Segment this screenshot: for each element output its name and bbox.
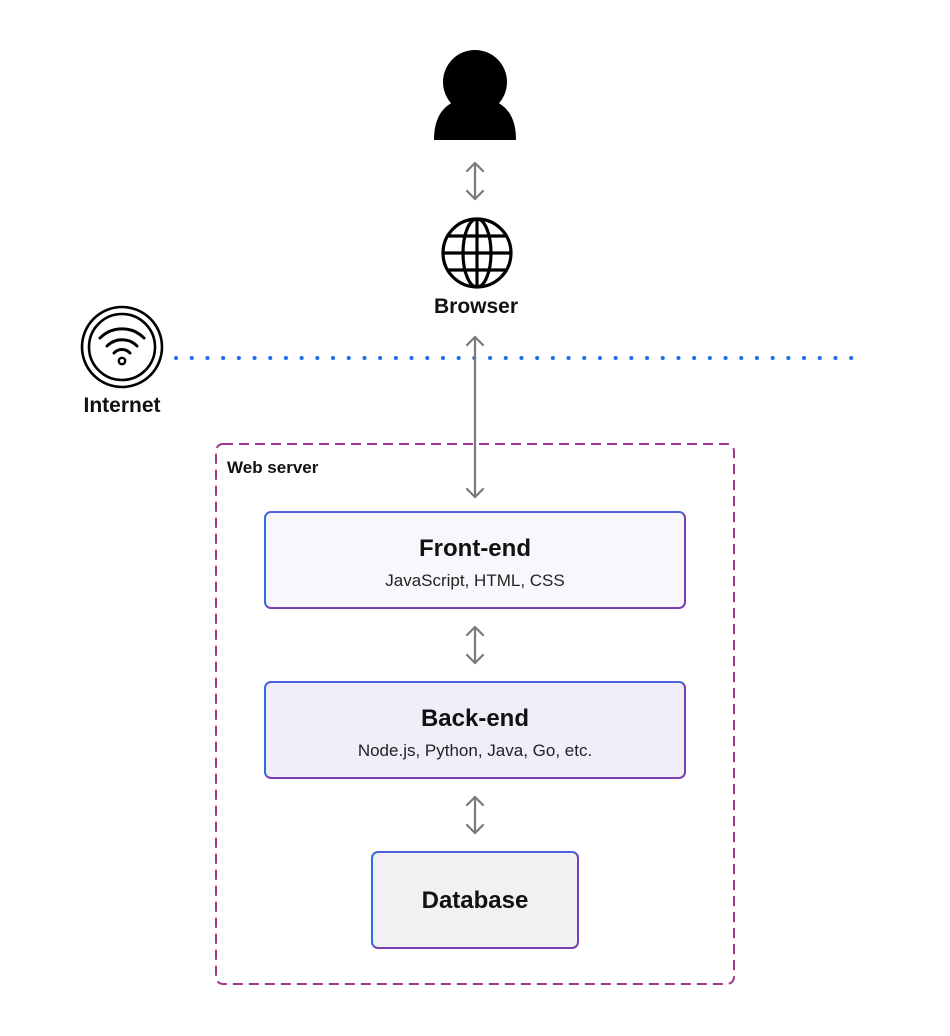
browser-label: Browser — [433, 295, 519, 318]
arrow-browser-frontend — [465, 335, 485, 499]
globe-icon — [441, 217, 513, 289]
arrow-backend-database — [465, 795, 485, 835]
internet-label: Internet — [83, 394, 161, 417]
backend-subtitle: Node.js, Python, Java, Go, etc. — [357, 741, 593, 760]
backend-title: Back-end — [420, 705, 530, 732]
frontend-box: Front-end JavaScript, HTML, CSS — [264, 511, 686, 609]
arrow-frontend-backend — [465, 625, 485, 665]
database-title: Database — [421, 887, 529, 914]
backend-box: Back-end Node.js, Python, Java, Go, etc. — [264, 681, 686, 779]
frontend-subtitle: JavaScript, HTML, CSS — [385, 571, 565, 590]
web-server-label: Web server — [227, 458, 319, 477]
user-icon — [434, 50, 516, 140]
frontend-title: Front-end — [419, 535, 531, 562]
database-box: Database — [371, 851, 579, 949]
arrow-user-browser — [465, 161, 485, 201]
wifi-icon — [80, 305, 164, 389]
web-server-container — [215, 443, 735, 985]
